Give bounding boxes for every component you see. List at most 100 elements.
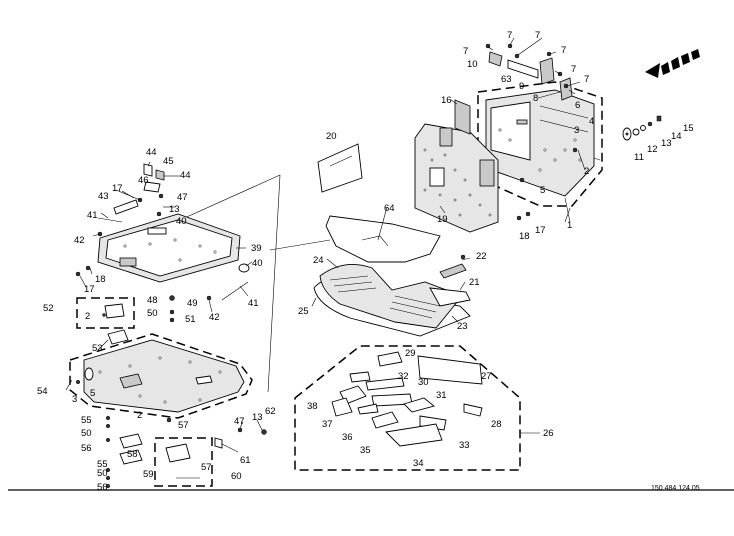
callout-33: 33: [459, 440, 470, 451]
callout-44: 44: [146, 147, 157, 158]
direction-arrow-icon: [645, 49, 700, 78]
callout-42: 42: [209, 312, 220, 323]
callout-13: 13: [169, 204, 180, 215]
callout-7: 7: [507, 30, 512, 41]
callout-64: 64: [384, 203, 395, 214]
callout-12: 12: [647, 144, 658, 155]
callout-1: 1: [567, 220, 572, 231]
callout-7: 7: [561, 45, 566, 56]
guide-lines: [179, 174, 331, 393]
callout-51: 51: [185, 314, 196, 325]
callout-37: 37: [322, 419, 333, 430]
callout-29: 29: [405, 348, 416, 359]
callout-7: 7: [584, 74, 589, 85]
callout-17: 17: [535, 225, 546, 236]
callout-19: 19: [437, 214, 448, 225]
callout-7: 7: [571, 64, 576, 75]
callout-10: 10: [467, 59, 478, 70]
callout-43: 43: [98, 191, 109, 202]
leader-lines: [65, 37, 601, 434]
floor-plate-39: [75, 163, 250, 323]
callout-23: 23: [457, 321, 468, 332]
callout-20: 20: [326, 131, 337, 142]
callout-53: 53: [92, 343, 103, 354]
callout-50: 50: [147, 308, 158, 319]
callout-56: 56: [81, 443, 92, 454]
floor-holes: [98, 356, 222, 404]
callout-49: 49: [187, 298, 198, 309]
callout-63: 63: [501, 74, 512, 85]
callout-60: 60: [231, 471, 242, 482]
callout-26: 26: [543, 428, 554, 439]
callout-2: 2: [584, 166, 589, 177]
callout-59: 59: [143, 469, 154, 480]
callout-24: 24: [313, 255, 324, 266]
callout-21: 21: [469, 277, 480, 288]
insulation-kit-group: [294, 345, 521, 471]
inset-group-52: [76, 297, 135, 329]
callout-labels: 1 2 3 4 5 6 7 7 7 7 7 7 8 9 10 11 12 13 …: [37, 30, 700, 493]
callout-47: 47: [177, 192, 188, 203]
callout-31: 31: [436, 390, 447, 401]
callout-61: 61: [240, 455, 251, 466]
callout-7: 7: [463, 46, 468, 57]
callout-42: 42: [74, 235, 85, 246]
inner-panel-holes: [423, 148, 492, 217]
callout-62: 62: [265, 406, 276, 417]
mat-ribs: [329, 275, 441, 319]
callout-17: 17: [112, 183, 123, 194]
callout-34: 34: [413, 458, 424, 469]
callout-39: 39: [251, 243, 262, 254]
callout-28: 28: [491, 419, 502, 430]
callout-58: 58: [127, 449, 138, 460]
callout-57: 57: [201, 462, 212, 473]
floor-mat-assembly: [313, 215, 471, 337]
callout-52: 52: [43, 303, 54, 314]
callout-7: 7: [535, 30, 540, 41]
callout-11: 11: [634, 152, 644, 163]
cover-part-20: [317, 143, 363, 193]
callout-44: 44: [180, 170, 191, 181]
callout-15: 15: [683, 123, 694, 134]
callout-3: 3: [72, 394, 77, 405]
callout-55: 55: [97, 459, 108, 470]
callout-2: 2: [85, 311, 90, 322]
callout-17: 17: [84, 284, 95, 295]
callout-18: 18: [519, 231, 530, 242]
callout-27: 27: [481, 371, 492, 382]
callout-57: 57: [178, 420, 189, 431]
callout-47: 47: [234, 416, 245, 427]
callout-45: 45: [163, 156, 174, 167]
callout-16: 16: [441, 95, 452, 106]
callout-30: 30: [418, 377, 429, 388]
callout-55: 55: [81, 415, 92, 426]
callout-48: 48: [147, 295, 158, 306]
callout-8: 8: [533, 93, 538, 104]
callout-25: 25: [298, 306, 309, 317]
callout-5: 5: [540, 185, 545, 196]
callout-35: 35: [360, 445, 371, 456]
callout-54: 54: [37, 386, 48, 397]
callout-6: 6: [575, 100, 580, 111]
callout-3: 3: [574, 125, 579, 136]
callout-22: 22: [476, 251, 487, 262]
callout-40: 40: [176, 216, 187, 227]
callout-13: 13: [252, 412, 263, 423]
callout-36: 36: [342, 432, 353, 443]
callout-41: 41: [248, 298, 259, 309]
callout-40: 40: [252, 258, 263, 269]
callout-41: 41: [87, 210, 98, 221]
side-panel-assembly: [414, 43, 603, 233]
callout-38: 38: [307, 401, 318, 412]
callout-50: 50: [81, 428, 92, 439]
floor-assembly-54: [69, 329, 267, 489]
right-hardware-stack: [622, 115, 662, 141]
callout-9: 9: [519, 81, 524, 92]
callout-14: 14: [671, 131, 682, 142]
callout-2: 2: [137, 410, 142, 421]
callout-50: 50: [97, 468, 108, 479]
panel-holes: [498, 128, 582, 172]
plate-holes: [123, 238, 217, 262]
callout-4: 4: [589, 116, 594, 127]
